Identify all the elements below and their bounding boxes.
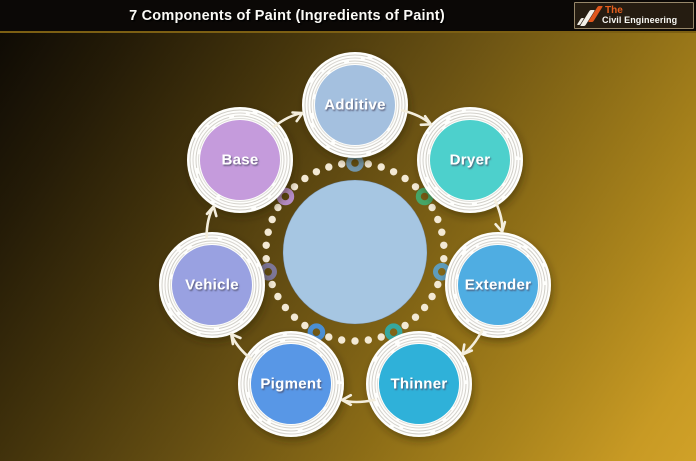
- ring-dot: [411, 313, 420, 321]
- node-label: Additive: [324, 97, 386, 114]
- ring-dot: [290, 183, 299, 191]
- flow-arrow: [205, 205, 218, 239]
- node-vehicle: Vehicle: [159, 232, 265, 338]
- flow-arrow: [229, 332, 253, 361]
- ring-dot: [434, 215, 442, 224]
- ring-dot: [351, 337, 359, 345]
- ring-dot: [401, 321, 409, 330]
- node-thinner: Thinner: [366, 331, 472, 437]
- ring-dot: [268, 280, 276, 289]
- node-extender: Extender: [445, 232, 551, 338]
- ring-dot: [440, 241, 448, 249]
- ring-dot: [274, 203, 282, 212]
- ring-dot: [268, 215, 276, 224]
- logo-slashes-icon: [576, 5, 603, 26]
- node-circle: [379, 344, 459, 424]
- ring-dot: [325, 163, 333, 171]
- node-label: Pigment: [260, 376, 321, 393]
- ring-dot: [364, 336, 372, 344]
- title-wrap: 7 Components of Paint (Ingredients of Pa…: [0, 0, 574, 31]
- ring-dot: [312, 168, 321, 176]
- flow-arrow: [340, 393, 376, 407]
- ring-dot: [377, 163, 385, 171]
- ring-dot: [428, 203, 436, 212]
- ring-dot: [338, 336, 346, 344]
- ring-dot: [262, 255, 270, 263]
- node-circle: [430, 120, 510, 200]
- ring-dot: [262, 241, 270, 249]
- ring-dot: [377, 333, 385, 341]
- node-label: Extender: [465, 277, 532, 294]
- logo-text: The Civil Engineering: [602, 6, 677, 25]
- node-dryer: Dryer: [417, 107, 523, 213]
- ring-dot: [389, 168, 398, 176]
- ring-dot: [325, 333, 333, 341]
- node-circle: [315, 65, 395, 145]
- node-additive: Additive: [302, 52, 408, 158]
- ring-dot: [438, 228, 446, 236]
- flow-arrows: [205, 109, 507, 407]
- logo: The Civil Engineering: [574, 2, 694, 29]
- ring-dot: [274, 292, 282, 301]
- node-label: Dryer: [450, 152, 491, 169]
- donut-additive-icon: [346, 154, 364, 172]
- flow-arrow: [493, 199, 507, 233]
- node-circle: [251, 344, 331, 424]
- ring-dot: [290, 313, 299, 321]
- ring-dot: [411, 183, 420, 191]
- node-pigment: Pigment: [238, 331, 344, 437]
- flow-arrow: [272, 111, 304, 129]
- ring-dot: [434, 280, 442, 289]
- ring-dot: [364, 160, 372, 168]
- logo-text-the: The: [605, 5, 623, 16]
- node-circle: [172, 245, 252, 325]
- center-circle: [282, 179, 428, 325]
- ring-dot: [264, 228, 272, 236]
- ring-dot: [338, 160, 346, 168]
- ring-dot: [281, 303, 290, 312]
- flow-arrow: [400, 109, 433, 127]
- ring-dot: [440, 255, 448, 263]
- node-circle: [200, 120, 280, 200]
- ring-dot: [301, 174, 309, 183]
- ring-dot: [401, 174, 409, 183]
- node-label: Vehicle: [185, 277, 239, 294]
- ring-dot: [428, 292, 436, 301]
- ring-dot: [420, 303, 429, 312]
- donut-dryer-icon: [415, 187, 434, 206]
- donut-base-icon: [276, 187, 295, 206]
- node-label: Thinner: [390, 376, 447, 393]
- ring-dot: [301, 321, 309, 330]
- node-circle: [458, 245, 538, 325]
- page-title: 7 Components of Paint (Ingredients of Pa…: [129, 7, 445, 24]
- flow-arrow: [461, 328, 484, 356]
- header-bar: 7 Components of Paint (Ingredients of Pa…: [0, 0, 696, 33]
- node-label: Base: [221, 152, 258, 169]
- logo-text-civil-engineering: Civil Engineering: [602, 15, 678, 25]
- node-base: Base: [187, 107, 293, 213]
